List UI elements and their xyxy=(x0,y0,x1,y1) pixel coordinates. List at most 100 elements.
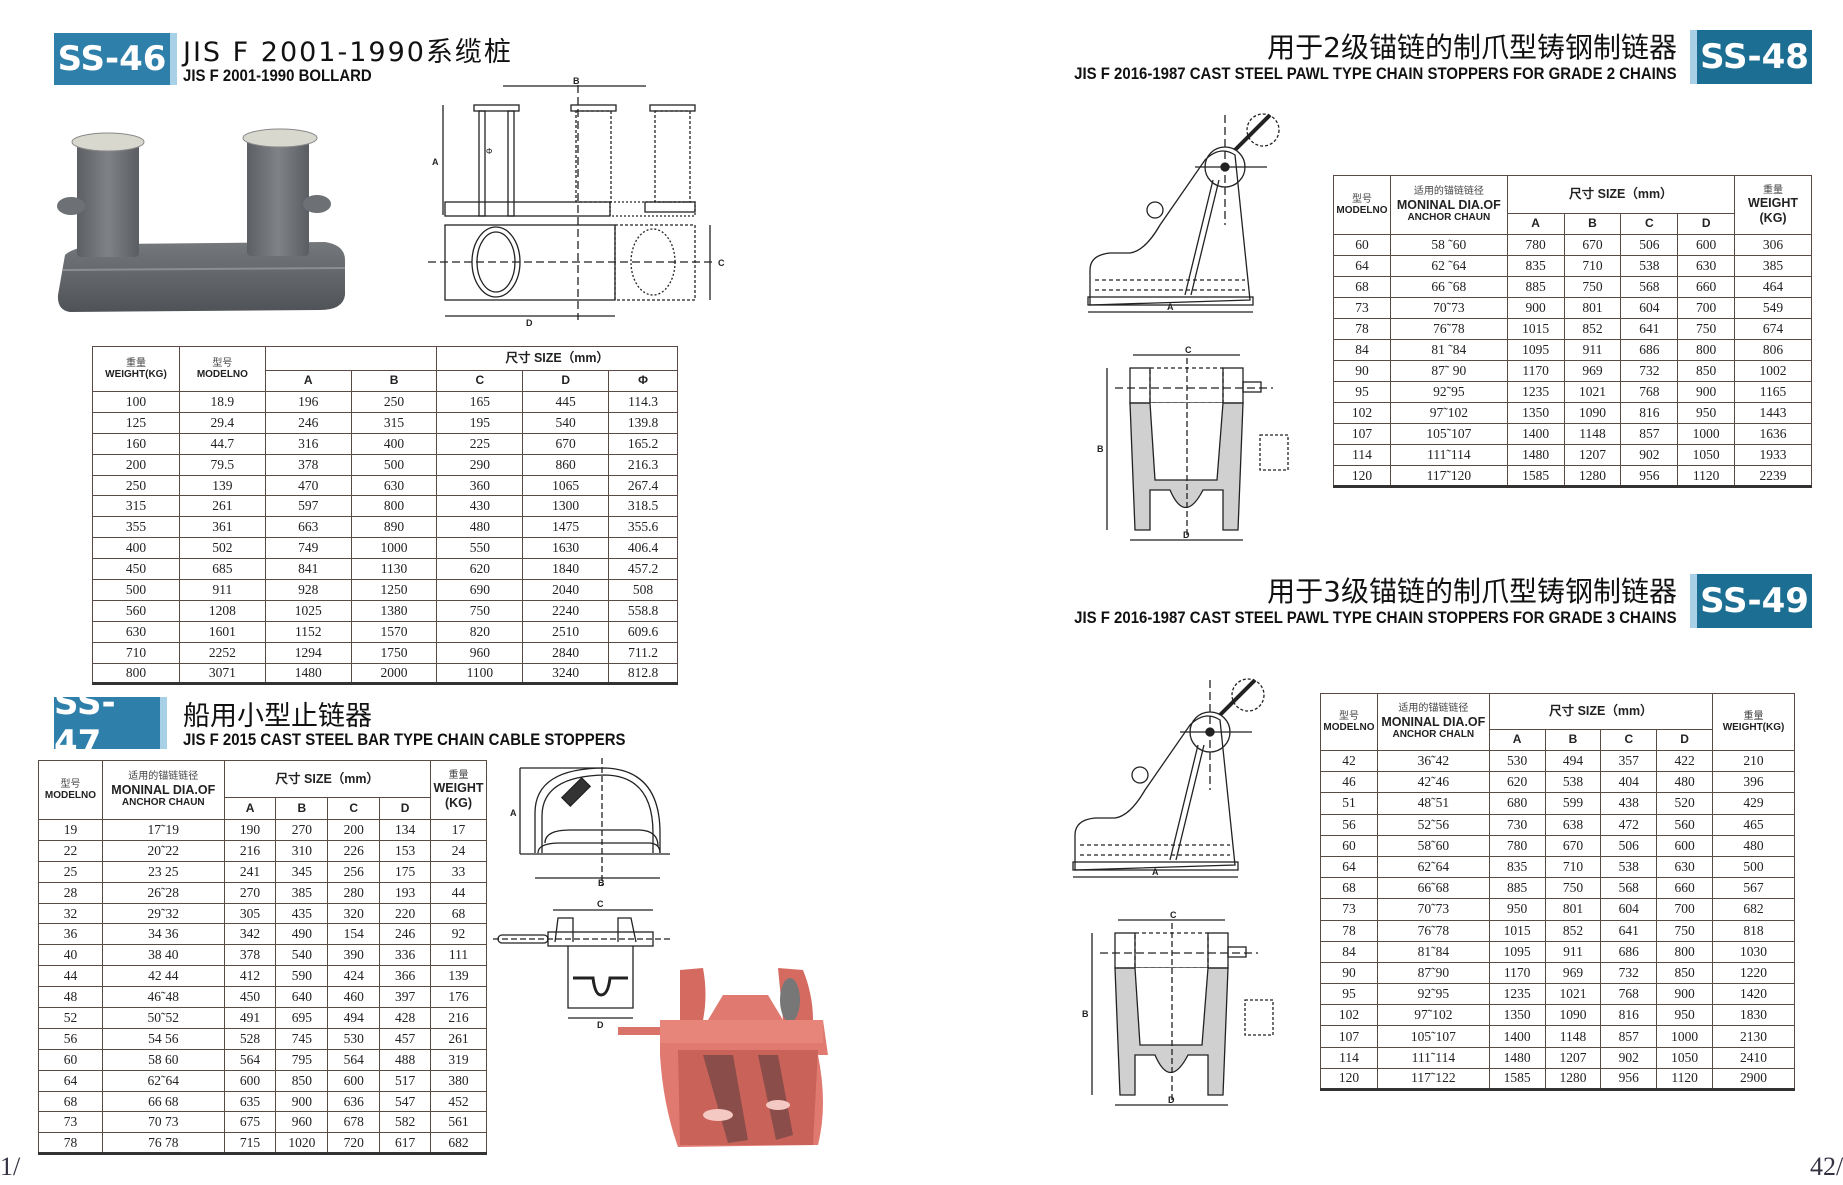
table-cell: 261 xyxy=(178,495,266,518)
table-cell: 600 xyxy=(1677,234,1736,256)
table-cell: 70˜73 xyxy=(1389,297,1508,319)
table-cell: 1050 xyxy=(1656,1046,1714,1069)
ss49-pawl-stopper-front-drawing: C B D xyxy=(1082,910,1274,1106)
table-cell: 445 xyxy=(522,391,610,413)
ss49-title-cn: 用于3级锚链的制爪型铸钢制链器 xyxy=(1267,575,1677,608)
table-cell: 768 xyxy=(1600,983,1658,1006)
ss47-side-drawing: C D xyxy=(493,899,673,1030)
table-cell: 29˜32 xyxy=(101,902,225,925)
table-cell: 220 xyxy=(379,902,431,925)
table-cell: 246 xyxy=(264,411,352,434)
svg-text:C: C xyxy=(1185,345,1192,355)
table-cell: 960 xyxy=(436,641,524,664)
table-cell: 690 xyxy=(436,579,524,601)
table-cell: 84 xyxy=(1333,339,1391,361)
table-cell: 424 xyxy=(327,965,381,988)
table-cell: 1021 xyxy=(1544,983,1602,1006)
table-cell: 682 xyxy=(429,1132,488,1156)
table-cell: 801 xyxy=(1544,898,1602,921)
table-cell: 1000 xyxy=(1677,423,1736,445)
table-cell: 538 xyxy=(1620,255,1679,277)
table-cell: 92 xyxy=(429,923,488,946)
table-cell: 568 xyxy=(1600,877,1658,900)
table-cell: 750 xyxy=(1563,276,1622,298)
table-cell: 114.3 xyxy=(608,391,678,413)
table-cell: 267.4 xyxy=(608,474,678,497)
table-cell: 46˜48 xyxy=(101,986,225,1009)
table-cell: 66 68 xyxy=(101,1090,225,1113)
table-cell: 92˜95 xyxy=(1376,983,1490,1006)
table-cell: 2510 xyxy=(522,620,610,643)
table-cell: 1830 xyxy=(1712,1004,1795,1027)
ss47-code: SS-47 xyxy=(54,683,116,763)
table-cell: 638 xyxy=(1544,813,1602,836)
table-cell: 153 xyxy=(379,839,431,862)
table-cell: 1235 xyxy=(1506,381,1565,403)
table-cell: 256 xyxy=(327,860,381,883)
ss48-pawl-stopper-front-drawing: C B D xyxy=(1097,345,1289,541)
table-cell: 617 xyxy=(379,1132,431,1156)
header-c: C xyxy=(1600,729,1658,751)
table-cell: 56 xyxy=(1320,813,1378,836)
table-cell: 1443 xyxy=(1734,402,1812,424)
table-cell: 1021 xyxy=(1563,381,1622,403)
bar-type-chain-stopper-photo xyxy=(618,968,828,1147)
table-cell: 680 xyxy=(1488,792,1546,815)
table-cell: 636 xyxy=(327,1090,381,1113)
table-cell: 745 xyxy=(275,1027,329,1050)
table-cell: 460 xyxy=(327,986,381,1009)
table-cell: 911 xyxy=(1544,940,1602,963)
table-cell: 678 xyxy=(327,1111,381,1134)
table-cell: 1250 xyxy=(350,579,438,601)
table-cell: 105˜107 xyxy=(1376,1025,1490,1048)
svg-text:B: B xyxy=(598,878,605,888)
table-cell: 76˜78 xyxy=(1389,318,1508,340)
table-cell: 506 xyxy=(1600,834,1658,857)
table-cell: 117˜120 xyxy=(1389,465,1508,488)
table-cell: 852 xyxy=(1563,318,1622,340)
table-cell: 319 xyxy=(429,1048,488,1071)
table-cell: 48˜51 xyxy=(1376,792,1490,815)
table-cell: 820 xyxy=(436,620,524,643)
table-cell: 1002 xyxy=(1734,360,1812,382)
table-cell: 1208 xyxy=(178,599,266,622)
table-cell: 1020 xyxy=(275,1132,329,1156)
table-cell: 641 xyxy=(1600,919,1658,942)
table-cell: 316 xyxy=(264,432,352,455)
table-cell: 19 xyxy=(38,819,103,841)
table-cell: 491 xyxy=(223,1007,277,1029)
table-cell: 450 xyxy=(223,986,277,1009)
table-cell: 1148 xyxy=(1563,423,1622,445)
table-cell: 1130 xyxy=(350,558,438,581)
table-cell: 2239 xyxy=(1734,465,1812,488)
table-cell: 710 xyxy=(1563,255,1622,277)
table-cell: 750 xyxy=(436,599,524,622)
table-cell: 261 xyxy=(429,1027,488,1050)
table-cell: 600 xyxy=(1656,834,1714,857)
bollard-photo xyxy=(57,128,346,312)
table-cell: 1030 xyxy=(1712,940,1795,963)
table-cell: 600 xyxy=(327,1069,381,1092)
table-cell: 597 xyxy=(264,495,352,518)
table-cell: 165 xyxy=(436,391,524,413)
table-cell: 540 xyxy=(275,944,329,967)
table-cell: 81˜84 xyxy=(1376,940,1490,963)
table-cell: 1420 xyxy=(1712,983,1795,1006)
header-size: 尺寸 SIZE（mm） xyxy=(1488,693,1714,730)
header-c: C xyxy=(1620,213,1679,235)
